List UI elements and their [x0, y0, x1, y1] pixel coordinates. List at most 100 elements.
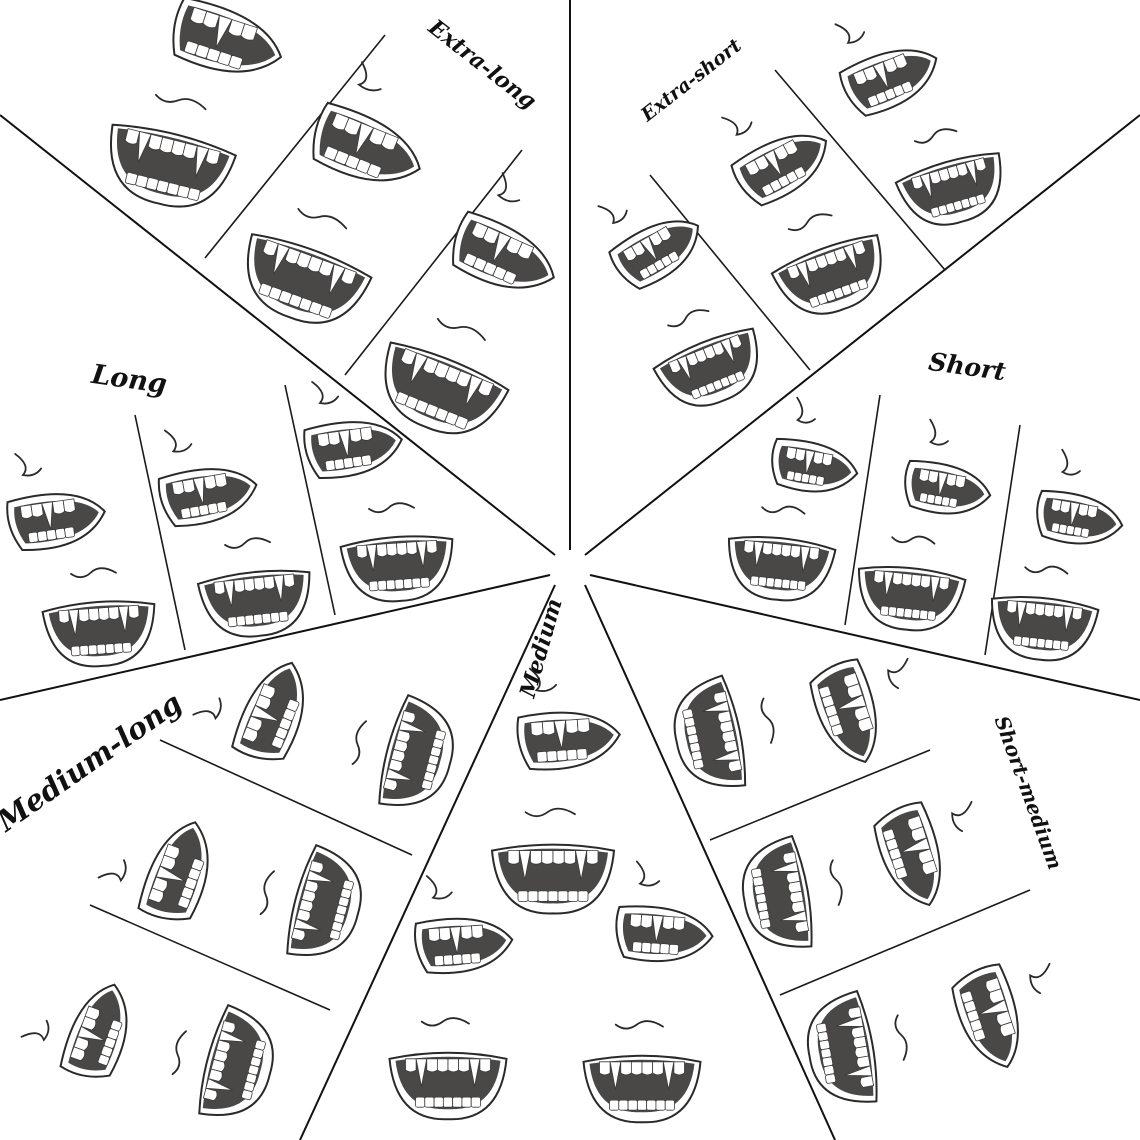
face-sketch — [420, 1017, 470, 1027]
tooth — [692, 758, 705, 770]
tooth — [477, 379, 495, 396]
nose-sketch — [20, 1019, 50, 1042]
tooth — [406, 541, 418, 555]
mouth-illustration — [196, 537, 311, 638]
tooth — [743, 539, 755, 554]
tooth — [852, 240, 867, 255]
label-long: Long — [89, 359, 169, 400]
tooth — [563, 850, 576, 865]
fang — [662, 1061, 675, 1090]
nose-sketch — [496, 172, 521, 203]
tooth — [627, 1099, 638, 1111]
tooth — [62, 498, 76, 513]
tooth — [401, 710, 416, 724]
fang — [338, 429, 350, 458]
fang — [978, 999, 1009, 1015]
fang — [844, 1065, 873, 1077]
fang — [553, 719, 567, 750]
fang — [68, 609, 79, 637]
face-sketch — [787, 213, 833, 232]
fang — [218, 1029, 246, 1043]
tooth — [385, 579, 396, 591]
tooth — [892, 53, 908, 69]
fang — [652, 914, 664, 943]
mouth-illustration — [741, 834, 843, 948]
tooth — [105, 643, 115, 654]
mouth-illustration — [414, 875, 514, 975]
panel-separators — [89, 34, 1031, 1011]
tooth — [750, 575, 760, 586]
tooth — [894, 866, 908, 880]
tooth — [420, 577, 430, 588]
tooth — [461, 953, 472, 965]
face-sketch — [1024, 565, 1069, 575]
tooth — [426, 1058, 438, 1073]
tooth — [213, 580, 226, 595]
tooth — [124, 128, 141, 145]
mouth-illustration — [771, 396, 859, 493]
panel-line — [984, 424, 1021, 656]
tooth — [808, 546, 820, 561]
mouth-illustration — [20, 983, 128, 1078]
tooth — [182, 142, 198, 159]
mouth-illustration — [806, 989, 908, 1103]
tooth — [910, 573, 922, 588]
panel-line — [709, 749, 931, 841]
tooth — [1043, 603, 1055, 618]
panel-line — [844, 394, 881, 626]
tooth — [1013, 635, 1023, 646]
fang — [518, 850, 531, 880]
tooth — [794, 920, 810, 933]
tooth — [567, 890, 579, 902]
mouth-illustration — [97, 821, 209, 921]
tooth — [227, 616, 238, 628]
tooth — [673, 1061, 685, 1076]
mouth-illustration — [904, 418, 992, 515]
face-sketch — [891, 535, 936, 545]
tooth — [527, 890, 539, 902]
face-sketch — [259, 870, 275, 916]
tooth — [847, 683, 863, 699]
fang — [1016, 600, 1028, 627]
tooth — [728, 334, 743, 349]
tooth — [565, 719, 579, 734]
tooth — [460, 925, 473, 940]
mouth-illustration — [1036, 448, 1124, 545]
tooth — [1044, 638, 1054, 650]
tooth — [216, 501, 228, 513]
tooth — [84, 1005, 100, 1021]
tooth — [433, 955, 445, 967]
mouth-illustration — [109, 93, 238, 208]
face-sketch — [224, 537, 271, 549]
tooth — [479, 1058, 491, 1073]
panel-line — [159, 739, 413, 856]
mouth-illustration — [516, 667, 621, 771]
tooth — [727, 759, 743, 773]
fang — [449, 926, 462, 955]
fang — [465, 374, 484, 406]
mouth-illustration — [894, 128, 1002, 226]
face-sketch — [351, 720, 367, 766]
tooth — [235, 615, 246, 627]
face-sketch — [171, 1030, 187, 1076]
tooth — [920, 574, 932, 589]
tooth — [452, 953, 463, 965]
tooth — [895, 607, 905, 618]
tooth — [376, 543, 388, 558]
panel-line — [134, 414, 186, 651]
panel-line — [344, 149, 523, 376]
tooth — [927, 469, 940, 484]
tooth — [757, 576, 768, 587]
fang — [137, 131, 152, 163]
tooth — [278, 610, 289, 622]
mouth-illustration — [721, 116, 828, 207]
tooth — [830, 723, 844, 737]
tooth — [303, 879, 319, 893]
divider-upper-right — [584, 114, 1140, 556]
tooth — [359, 426, 373, 441]
tooth — [191, 858, 205, 872]
panel-line — [774, 69, 946, 271]
tooth — [536, 750, 548, 763]
tooth — [434, 729, 446, 741]
tooth — [215, 1039, 231, 1053]
